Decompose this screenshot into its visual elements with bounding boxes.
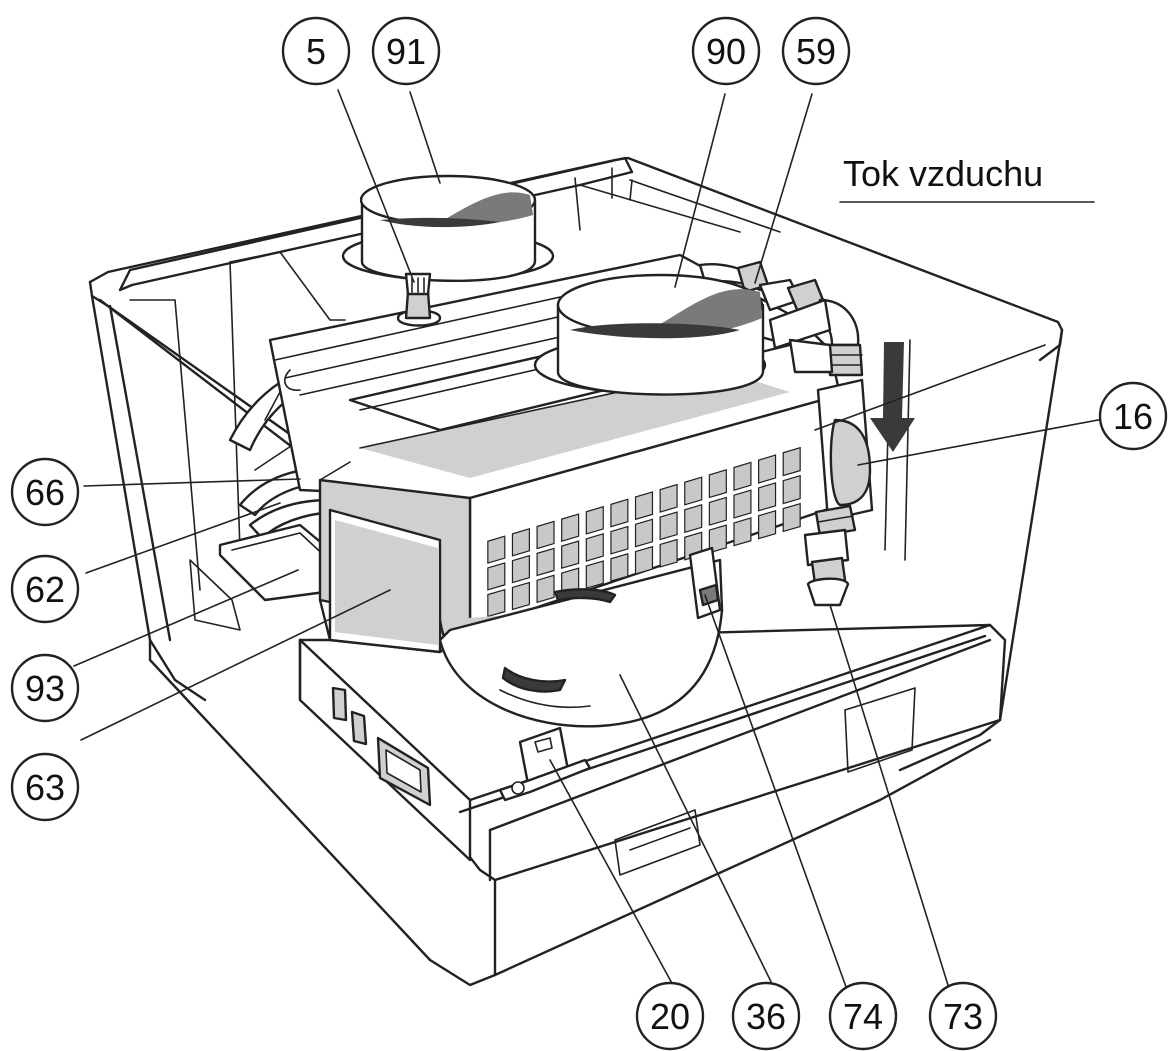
louvre-cell: [659, 511, 678, 541]
airflow-arrow: Tok vzduchu: [839, 153, 1095, 452]
louvre-cell: [708, 496, 727, 526]
callout-62: 62: [10, 554, 80, 624]
callout-5: 5: [281, 16, 351, 86]
louvre-cell: [782, 446, 801, 477]
louvre-cell: [758, 482, 777, 512]
callout-36-label: 36: [746, 996, 786, 1037]
collar-91: [341, 174, 555, 283]
callout-90-label: 90: [706, 31, 746, 72]
louvre-cell: [585, 505, 604, 535]
louvre-cell: [487, 535, 506, 564]
callout-93: 93: [10, 653, 80, 723]
callout-91-label: 91: [386, 31, 426, 72]
right-piping: [698, 260, 874, 607]
louvre-cell: [758, 510, 777, 540]
airflow-label: Tok vzduchu: [843, 153, 1043, 194]
callout-16-label: 16: [1113, 396, 1153, 437]
blower-fan: [438, 546, 724, 728]
callout-16: 16: [1098, 381, 1168, 451]
callout-66: 66: [10, 457, 80, 527]
callout-63-label: 63: [25, 767, 65, 808]
callout-91: 91: [371, 16, 441, 86]
louvre-cell: [733, 489, 752, 519]
louvre-cell: [536, 547, 555, 577]
louvre-cell: [561, 540, 580, 570]
louvre-cell: [758, 454, 777, 484]
louvre-cell: [782, 474, 801, 505]
callout-74: 74: [828, 981, 898, 1051]
louvre-cell: [634, 545, 654, 575]
louvre-cell: [511, 554, 530, 584]
callout-73-label: 73: [943, 996, 983, 1037]
louvre-cell: [511, 527, 530, 557]
callout-90: 90: [691, 16, 761, 86]
leader-lines: [73, 89, 1131, 999]
louvre-grid: [487, 446, 801, 618]
callout-59: 59: [781, 16, 851, 86]
louvre-cell: [782, 502, 801, 533]
cabinet-outline: [88, 156, 1064, 987]
callout-5-label: 5: [306, 31, 326, 72]
louvre-cell: [659, 538, 678, 568]
louvre-cell: [708, 468, 727, 499]
louvre-cell: [634, 491, 654, 521]
louvre-cell: [659, 483, 678, 513]
callout-20: 20: [635, 981, 705, 1051]
louvre-cell: [733, 461, 752, 492]
callout-73: 73: [928, 981, 998, 1051]
callout-59-label: 59: [796, 31, 836, 72]
louvre-cell: [684, 503, 703, 534]
callout-66-label: 66: [25, 472, 65, 513]
louvre-cell: [585, 560, 604, 589]
collar-90: [533, 273, 767, 396]
callout-93-label: 93: [25, 668, 65, 709]
callout-62-label: 62: [25, 569, 65, 610]
louvre-cell: [487, 588, 506, 618]
louvre-cell: [733, 517, 752, 547]
callout-63: 63: [10, 752, 80, 822]
louvre-cell: [708, 524, 727, 554]
callouts: 5 91 90 59 16 66 62 93: [10, 16, 1168, 1051]
louvre-cell: [684, 476, 703, 506]
callout-74-label: 74: [843, 996, 883, 1037]
louvre-cell: [585, 533, 604, 562]
louvre-cell: [536, 574, 555, 604]
callout-20-label: 20: [650, 996, 690, 1037]
air-vent-5: [396, 272, 442, 327]
louvre-cell: [634, 518, 654, 548]
louvre-cell: [610, 525, 629, 555]
louvre-cell: [610, 553, 629, 582]
louvre-cell: [511, 581, 530, 611]
callout-36: 36: [731, 981, 801, 1051]
louvre-cell: [561, 513, 580, 543]
louvre-cell: [487, 562, 506, 591]
louvre-cell: [536, 520, 555, 550]
louvre-cell: [610, 498, 629, 528]
